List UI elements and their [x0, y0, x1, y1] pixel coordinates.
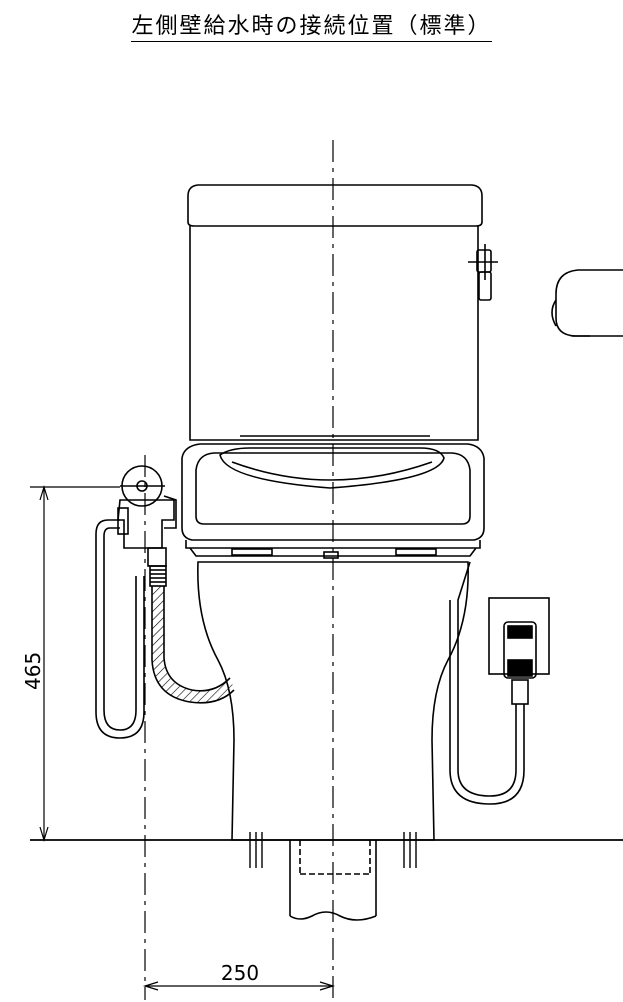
drawing-title: 左側壁給水時の接続位置（標準） — [0, 8, 623, 42]
power-outlet — [488, 597, 550, 770]
power-cord — [457, 561, 517, 797]
washlet-hose — [95, 519, 145, 739]
drawing-title-text: 左側壁給水時の接続位置（標準） — [131, 14, 492, 42]
paper-holder — [555, 269, 623, 337]
toilet-bowl — [197, 561, 469, 841]
floor-anchors — [249, 832, 417, 868]
washlet-seat — [181, 435, 485, 559]
height-dimension-label: 465 — [21, 652, 45, 690]
tank-body — [189, 226, 479, 441]
tank-lid — [187, 184, 483, 227]
supply-valve — [117, 465, 177, 587]
supply-hose — [152, 586, 237, 703]
tank-lever — [468, 244, 498, 301]
offset-dimension-label: 250 — [221, 961, 259, 985]
height-dimension — [30, 484, 120, 843]
offset-dimension — [142, 981, 336, 991]
drain-pipe — [289, 840, 377, 921]
